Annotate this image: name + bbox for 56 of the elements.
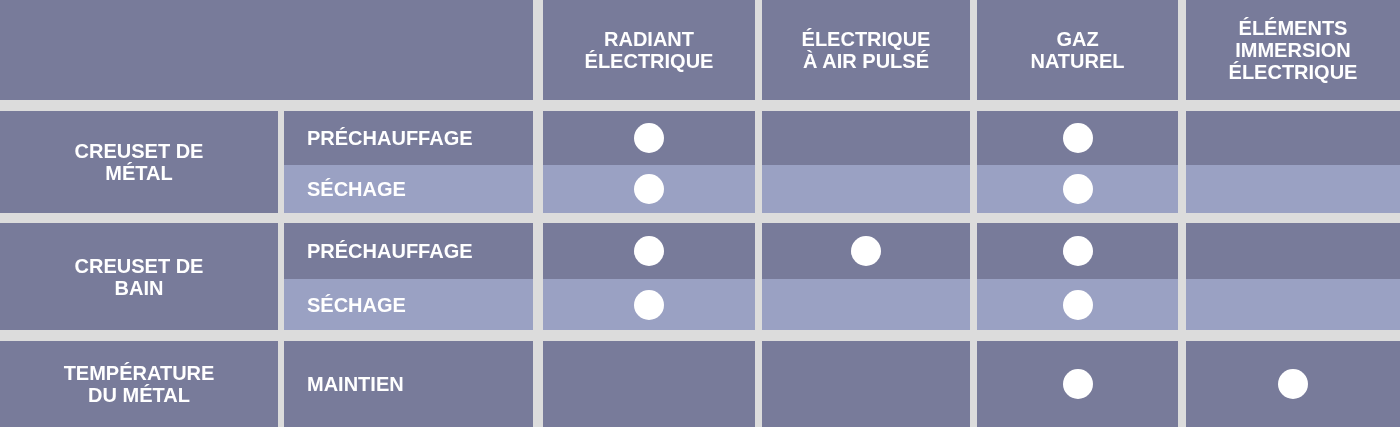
row-header-cell bbox=[284, 111, 533, 165]
table-cell bbox=[543, 165, 755, 213]
row-header-cell bbox=[0, 223, 278, 330]
table-cell bbox=[762, 223, 970, 279]
row-header-cell bbox=[0, 341, 278, 427]
row-label: MAINTIEN bbox=[307, 373, 404, 395]
filled-dot bbox=[1062, 123, 1093, 153]
table-cell bbox=[543, 111, 755, 165]
row-header-cell bbox=[284, 223, 533, 279]
filled-dot bbox=[1062, 236, 1093, 266]
table-cell bbox=[1186, 111, 1400, 165]
table-cell bbox=[762, 165, 970, 213]
row-label: PRÉCHAUFFAGE bbox=[307, 127, 473, 149]
table-cell bbox=[977, 279, 1178, 330]
table-cell bbox=[977, 341, 1178, 427]
column-header: ÉLECTRIQUE À AIR PULSÉ bbox=[800, 28, 932, 72]
row-header-cell bbox=[284, 165, 533, 213]
group-label: TEMPÉRATURE DU MÉTAL bbox=[62, 362, 216, 406]
column-header-cell bbox=[977, 0, 1178, 100]
table-cell bbox=[762, 341, 970, 427]
filled-dot bbox=[1062, 174, 1093, 204]
group-label: CREUSET DE BAIN bbox=[73, 254, 205, 299]
filled-dot bbox=[634, 236, 664, 266]
table-cell bbox=[762, 111, 970, 165]
table-cell bbox=[762, 279, 970, 330]
table-cell bbox=[1186, 223, 1400, 279]
table-cell bbox=[977, 111, 1178, 165]
row-header-cell bbox=[284, 279, 533, 330]
filled-dot bbox=[851, 236, 881, 266]
filled-dot bbox=[634, 123, 664, 153]
column-header: ÉLÉMENTS IMMERSION ÉLECTRIQUE bbox=[1227, 17, 1359, 83]
row-label: SÉCHAGE bbox=[307, 178, 406, 200]
column-header-cell bbox=[762, 0, 970, 100]
column-header-cell bbox=[543, 0, 755, 100]
table-cell bbox=[977, 165, 1178, 213]
filled-dot bbox=[634, 289, 664, 320]
row-label: PRÉCHAUFFAGE bbox=[307, 240, 473, 262]
table-cell bbox=[1186, 165, 1400, 213]
column-header-cell bbox=[1186, 0, 1400, 100]
group-label: CREUSET DE MÉTAL bbox=[73, 140, 205, 184]
table-cell bbox=[977, 223, 1178, 279]
filled-dot bbox=[634, 174, 664, 204]
filled-dot bbox=[1062, 289, 1093, 320]
header-corner-cell bbox=[0, 0, 533, 100]
filled-dot bbox=[1278, 369, 1308, 399]
row-label: SÉCHAGE bbox=[307, 293, 406, 316]
table-cell bbox=[543, 341, 755, 427]
table-cell bbox=[543, 223, 755, 279]
table-cell bbox=[1186, 279, 1400, 330]
table-cell bbox=[543, 279, 755, 330]
row-header-cell bbox=[284, 341, 533, 427]
row-header-cell bbox=[0, 111, 278, 213]
filled-dot bbox=[1062, 369, 1093, 399]
table-cell bbox=[1186, 341, 1400, 427]
column-header: RADIANT ÉLECTRIQUE bbox=[583, 28, 715, 72]
column-header: GAZ NATUREL bbox=[1029, 28, 1126, 72]
